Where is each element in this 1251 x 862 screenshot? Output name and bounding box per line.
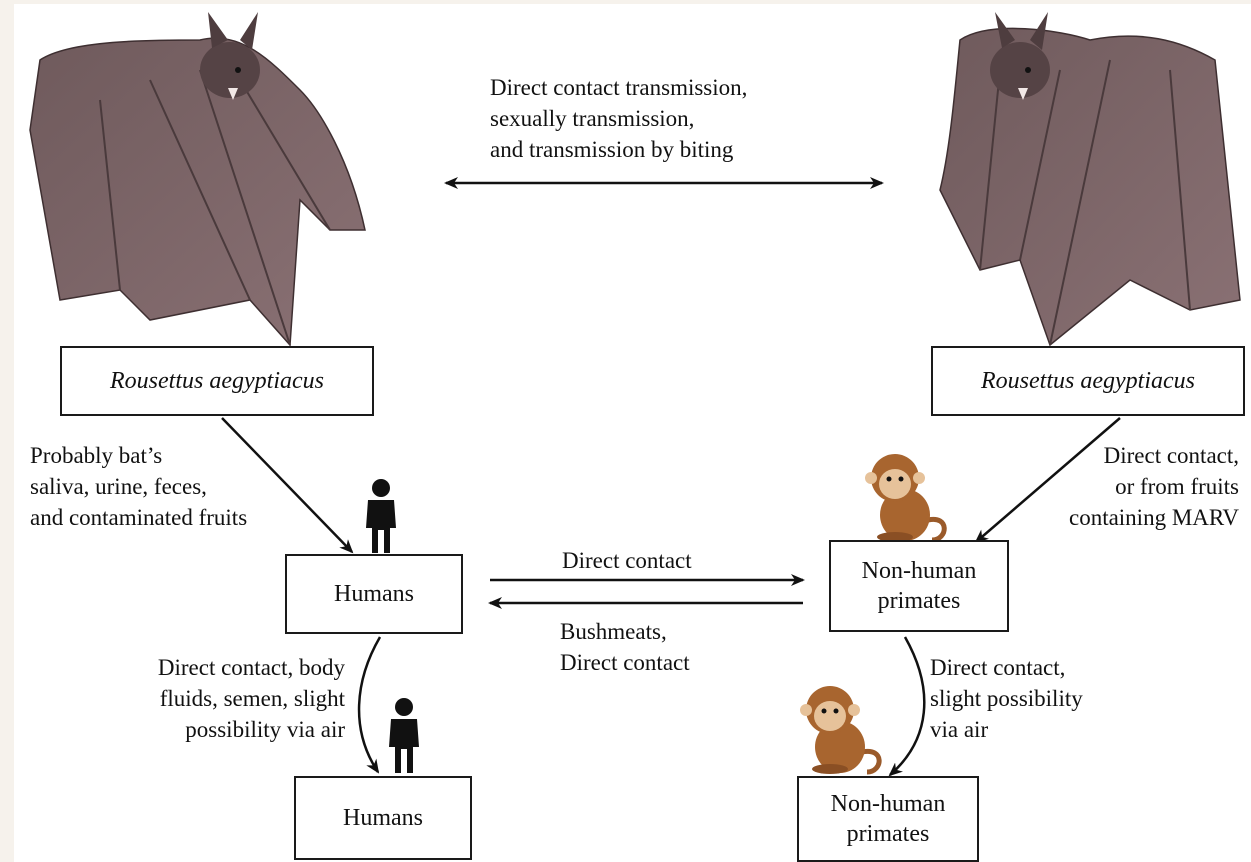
edge-label-line: Direct contact,	[930, 655, 1066, 680]
edge-label-line: or from fruits	[1115, 474, 1239, 499]
node-label-line: Non-human	[861, 558, 977, 584]
edge-label-line: sexually transmission,	[490, 106, 695, 131]
edge-label-primates-primates: Direct contact, slight possibility via a…	[930, 652, 1083, 745]
node-label-line: primates	[846, 821, 930, 847]
arrow-bat-humans	[221, 417, 354, 554]
edge-label-line: Probably bat’s	[30, 443, 163, 468]
bat-icon	[939, 12, 1241, 347]
node-label: Rousettus aegyptiacus	[981, 368, 1195, 394]
edge-label-humans-humans: Direct contact, body fluids, semen, slig…	[158, 652, 345, 745]
edge-label-humans-primates: Direct contact	[562, 545, 692, 576]
edge-label-line: and contaminated fruits	[30, 505, 248, 530]
node-primates-bottom: Non-human primates	[797, 776, 979, 862]
node-label: Humans	[343, 805, 423, 831]
edge-label-primates-humans: Bushmeats, Direct contact	[560, 616, 690, 678]
edge-label-line: Direct contact, body	[157, 655, 345, 680]
human-icon	[389, 698, 419, 773]
edge-label-line: fluids, semen, slight	[159, 686, 345, 711]
node-rousettus-right: Rousettus aegyptiacus	[931, 346, 1245, 416]
edge-label-line: slight possibility	[930, 686, 1083, 711]
human-icon	[366, 479, 396, 553]
edge-label-line: and transmission by biting	[490, 137, 734, 162]
node-label-line: primates	[877, 588, 961, 614]
monkey-icon	[865, 454, 947, 543]
edge-label-line: possibility via air	[185, 717, 345, 742]
edge-label-bat-humans: Probably bat’s saliva, urine, feces, and…	[30, 440, 247, 533]
edge-label-line: Direct contact transmission,	[490, 75, 748, 100]
node-rousettus-left: Rousettus aegyptiacus	[60, 346, 374, 416]
edge-label-line: containing MARV	[1068, 505, 1239, 530]
bat-icon	[29, 12, 366, 347]
monkey-icon	[800, 686, 882, 775]
node-label: Humans	[334, 581, 414, 607]
node-primates-top: Non-human primates	[829, 540, 1009, 632]
edge-label-line: Direct contact,	[1103, 443, 1239, 468]
node-humans-top: Humans	[285, 554, 463, 634]
arrow-primates-primates	[888, 636, 926, 777]
edge-label-line: saliva, urine, feces,	[30, 474, 207, 499]
arrow-bat-primates	[974, 417, 1121, 544]
edge-label-line: Direct contact	[562, 548, 692, 573]
arrow-humans-humans	[357, 636, 382, 774]
edge-label-line: Bushmeats,	[560, 619, 667, 644]
edge-label-line: Direct contact	[560, 650, 690, 675]
edge-label-bat-bat: Direct contact transmission, sexually tr…	[490, 72, 747, 165]
node-label-line: Non-human	[830, 791, 946, 817]
edge-label-bat-primates: Direct contact, or from fruits containin…	[1069, 440, 1239, 533]
node-humans-bottom: Humans	[294, 776, 472, 860]
node-label: Rousettus aegyptiacus	[110, 368, 324, 394]
edge-label-line: via air	[930, 717, 989, 742]
